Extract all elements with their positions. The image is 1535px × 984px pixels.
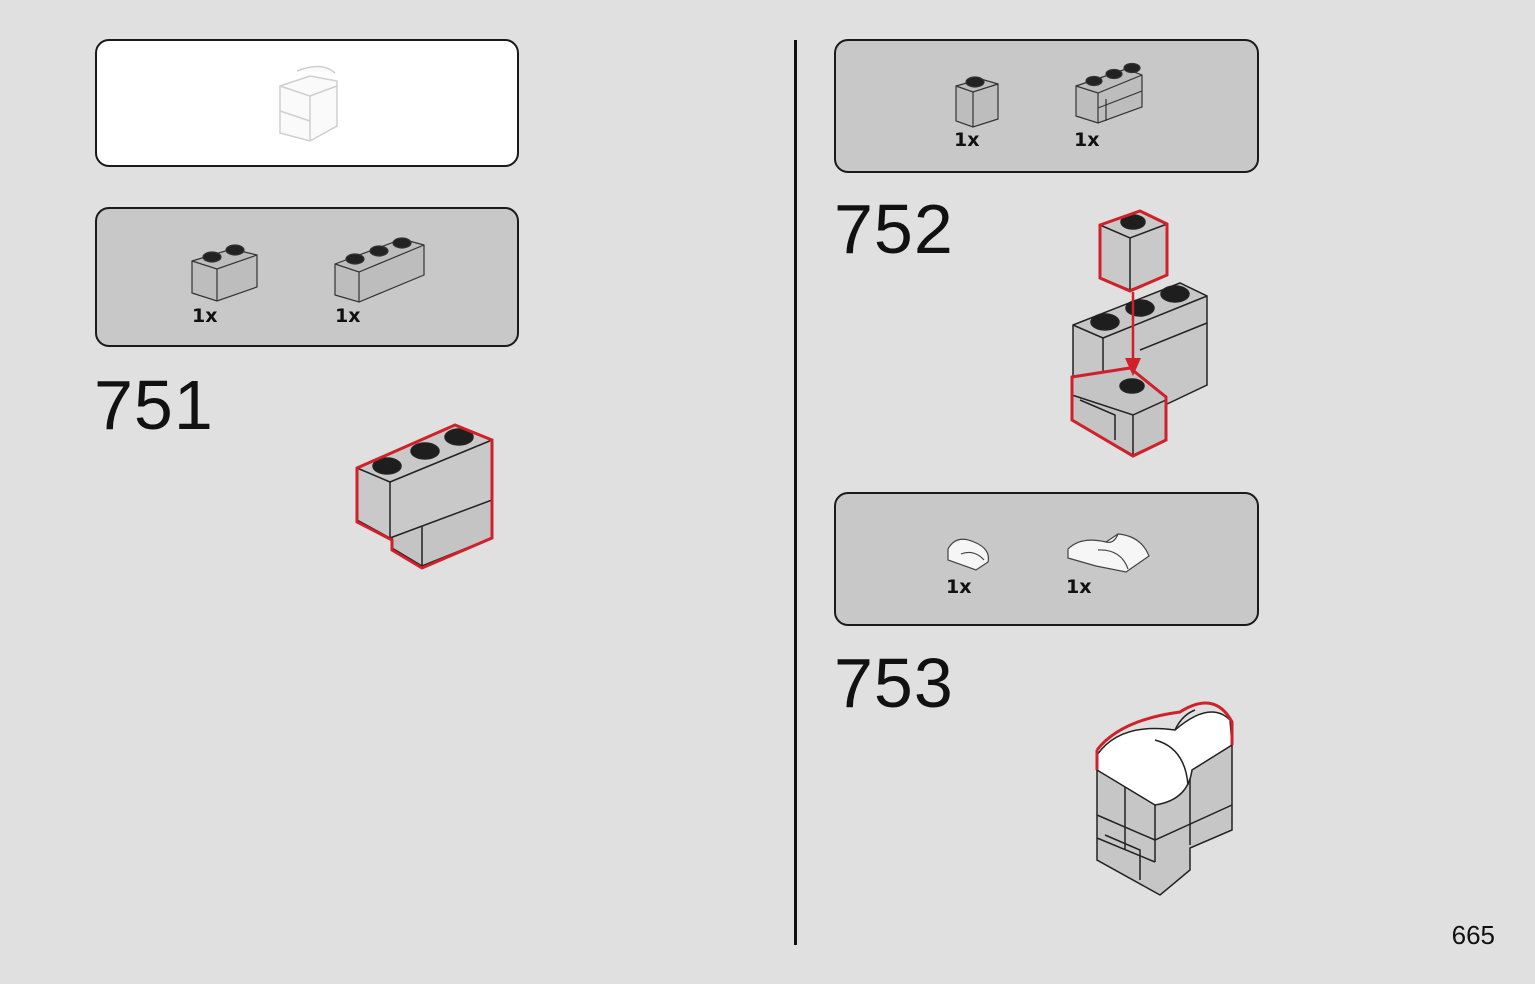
part-qty: 1x <box>946 576 972 598</box>
part-qty: 1x <box>954 129 980 151</box>
part-qty: 1x <box>335 305 361 327</box>
submodel-preview-box <box>95 39 519 167</box>
step-751-parts-box: 1x 1x <box>95 207 519 347</box>
part-qty: 1x <box>1066 576 1092 598</box>
page-divider <box>794 40 797 945</box>
part-qty: 1x <box>192 305 218 327</box>
step-number-753: 753 <box>834 644 954 722</box>
submodel-preview-icon <box>279 65 338 142</box>
step-752-parts-box: 1x 1x <box>834 39 1259 173</box>
step-number-751: 751 <box>94 366 214 444</box>
page-number: 665 <box>1451 920 1495 950</box>
brick-1x2-icon <box>191 237 425 303</box>
curved-slope-icon <box>947 533 1150 573</box>
step-753-parts-box: 1x 1x <box>834 492 1259 626</box>
step-number-752: 752 <box>834 190 954 268</box>
part-qty: 1x <box>1074 129 1100 151</box>
brick-1x1-icon <box>955 62 1143 128</box>
